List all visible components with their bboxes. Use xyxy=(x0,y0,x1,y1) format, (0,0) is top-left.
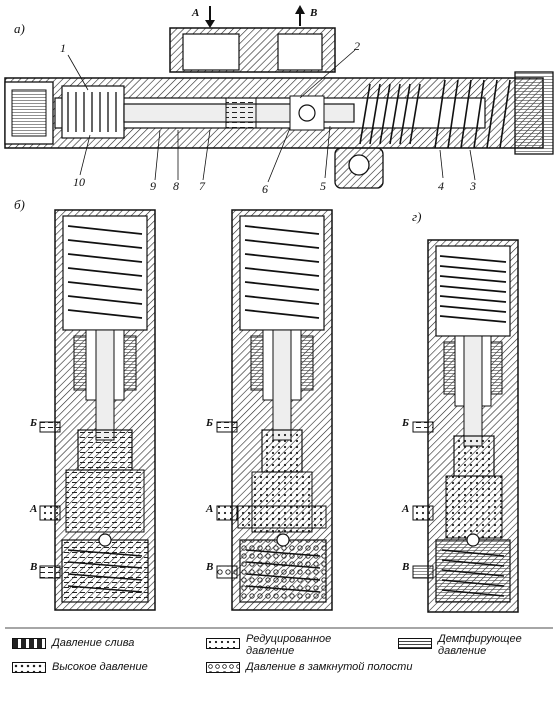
legend-swatch-high xyxy=(12,662,46,673)
port-v-right: В xyxy=(402,561,410,573)
legend-label-reduced-line2: давление xyxy=(246,644,295,657)
legend-swatch-reduced xyxy=(206,638,240,649)
panel-label-b: б) xyxy=(14,197,25,212)
part-number-1: 1 xyxy=(60,41,66,55)
valve-b-middle xyxy=(216,209,333,611)
part-number-2: 2 xyxy=(354,39,360,53)
assembly-a xyxy=(4,5,554,189)
part-number-6: 6 xyxy=(262,182,268,196)
legend-label-reduced-line1: Редуцированное xyxy=(246,633,332,645)
part-number-3: 3 xyxy=(470,179,476,193)
port-b-middle: Б xyxy=(206,417,213,429)
part-number-9: 9 xyxy=(150,179,156,193)
part-number-5: 5 xyxy=(320,179,326,193)
legend-label-damping: Демпфирующее давление xyxy=(438,633,522,657)
valve-b-left xyxy=(39,209,156,611)
legend-label-high: Высокое давление xyxy=(52,661,148,673)
legend-label-drain: Давление слива xyxy=(52,637,135,649)
port-b-left: Б xyxy=(30,417,37,429)
part-number-8: 8 xyxy=(173,179,179,193)
panel-label-a: а) xyxy=(14,21,25,36)
port-a-middle: А xyxy=(206,503,214,515)
port-v-middle: В xyxy=(206,561,214,573)
port-a-left: А xyxy=(30,503,38,515)
legend-swatch-closed xyxy=(206,662,240,673)
part-number-4: 4 xyxy=(438,179,444,193)
port-v-left: В xyxy=(30,561,38,573)
legend-label-damping-line2: давление xyxy=(438,644,487,657)
legend-label-damping-line1: Демпфирующее xyxy=(438,633,522,645)
panel-label-g: г) xyxy=(412,209,422,224)
port-v-top-label: В xyxy=(310,7,318,19)
port-b-right: Б xyxy=(402,417,409,429)
legend-swatch-damping xyxy=(398,638,432,649)
port-a-top-label: А xyxy=(192,7,200,19)
part-number-10: 10 xyxy=(73,175,85,189)
port-a-right: А xyxy=(402,503,410,515)
legend-label-reduced: Редуцированное давление xyxy=(246,633,332,657)
part-number-7: 7 xyxy=(199,179,205,193)
legend-swatch-drain xyxy=(12,638,46,649)
valve-g-right xyxy=(412,239,519,613)
legend-label-closed: Давление в замкнутой полости xyxy=(246,661,413,673)
